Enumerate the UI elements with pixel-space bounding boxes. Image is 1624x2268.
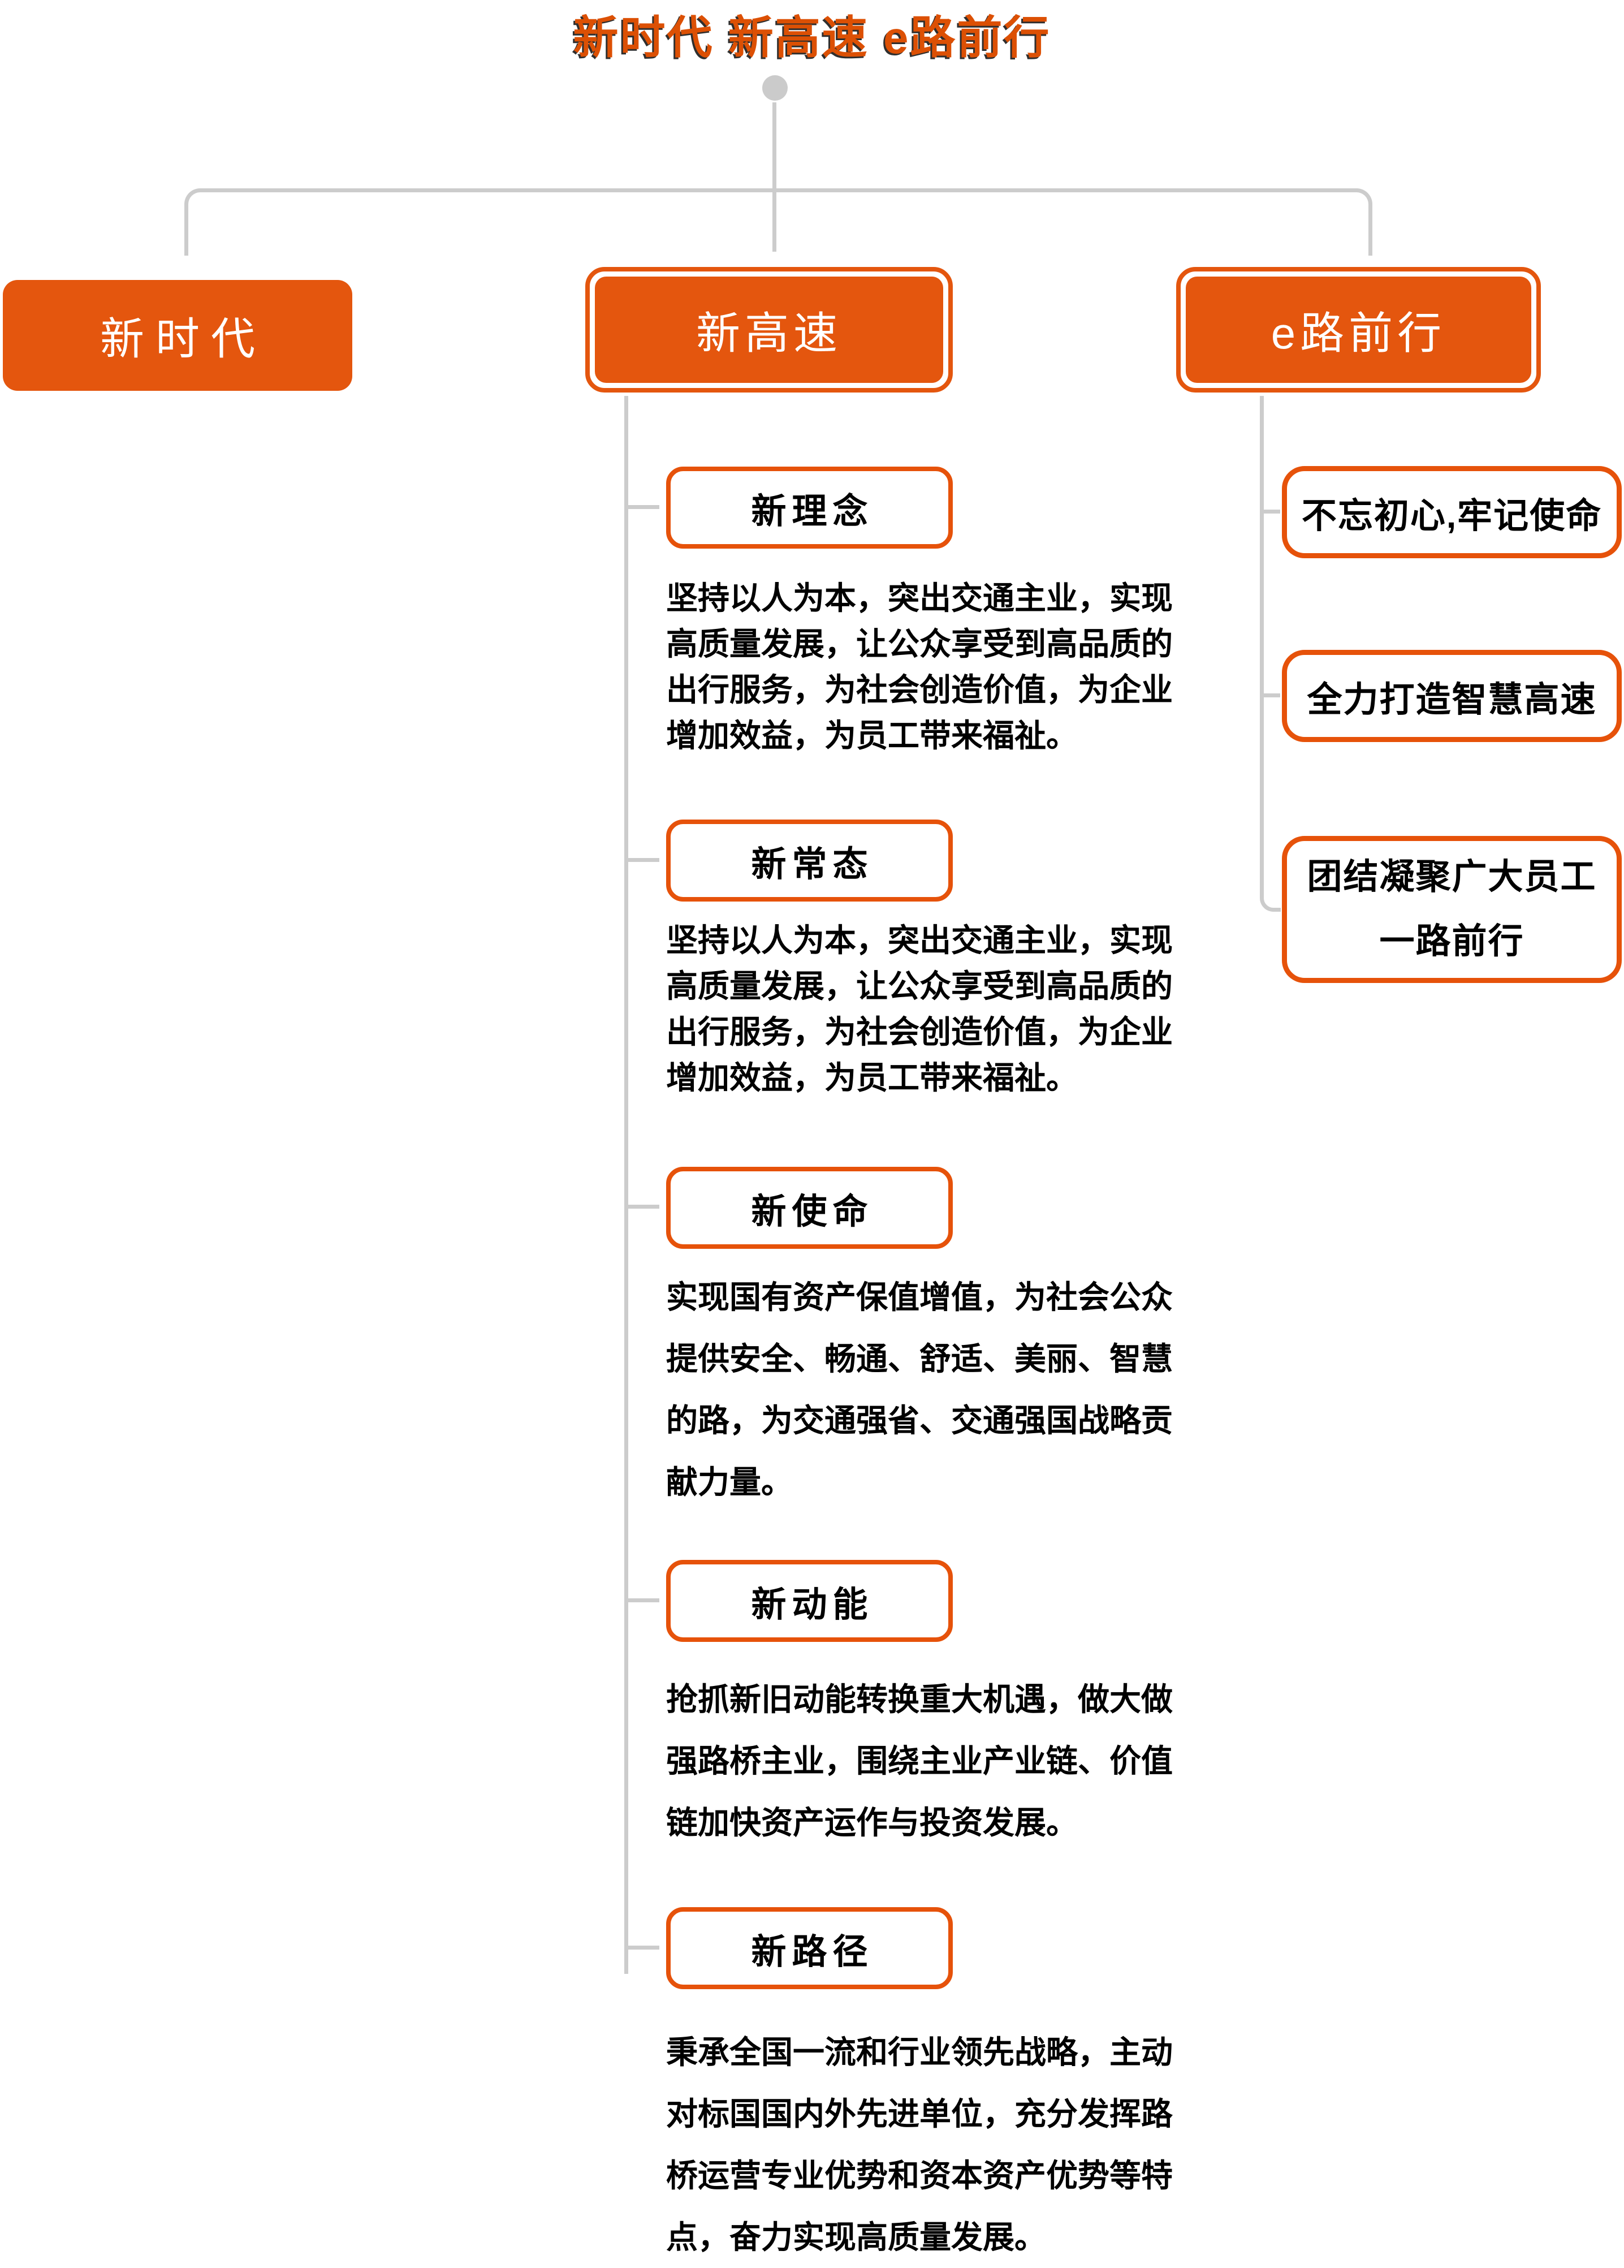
node-eluqianxing: e路前行 [1176, 267, 1541, 393]
desc-xinlinian: 坚持以人为本，突出交通主业，实现 高质量发展，让公众享受到高品质的 出行服务，为… [666, 580, 1173, 753]
subnode-xinlujing: 新路径 [666, 1907, 953, 1989]
subnode-tuanjie: 团结凝聚广大员工 一路前行 [1282, 836, 1622, 983]
subnode-tuanjie-label: 团结凝聚广大员工 一路前行 [1307, 857, 1597, 961]
connector-stub-buwangchuxin [1262, 510, 1280, 514]
subnode-xinlinian-label: 新理念 [751, 491, 874, 531]
subnode-xindongneng-label: 新动能 [751, 1585, 874, 1624]
subnode-buwangchuxin: 不忘初心,牢记使命 [1282, 466, 1622, 558]
connector-elbow-tuanjie [1260, 879, 1281, 912]
subnode-xinlinian: 新理念 [666, 467, 953, 549]
connector-trunk-xingaosu [624, 396, 628, 1974]
subnode-quanlidazao-label: 全力打造智慧高速 [1307, 680, 1597, 719]
connector-stub-xinlujing [624, 1946, 659, 1950]
node-xingaosu-inner: 新高速 [595, 277, 943, 383]
node-xinshidai-label: 新时代 [100, 314, 266, 364]
connector-stub-quanlidazao [1262, 693, 1280, 697]
connector-horizontal-bar [215, 188, 1343, 192]
node-xingaosu-label: 新高速 [696, 308, 842, 358]
node-eluqianxing-label: e路前行 [1271, 308, 1446, 358]
page-title: 新时代 新高速 e路前行 [573, 12, 1051, 63]
desc-xinshiming: 实现国有资产保值增值，为社会公众 提供安全、畅通、舒适、美丽、智慧 的路，为交通… [666, 1279, 1173, 1500]
root-connector-dot [762, 75, 788, 101]
node-eluqianxing-inner: e路前行 [1186, 277, 1531, 383]
connector-stub-xinchangtai [624, 858, 659, 862]
connector-elbow-right [1334, 188, 1372, 256]
subnode-xinchangtai-label: 新常态 [751, 844, 874, 884]
node-xinshidai: 新时代 [3, 280, 352, 391]
node-xingaosu: 新高速 [585, 267, 953, 393]
subnode-quanlidazao: 全力打造智慧高速 [1282, 650, 1622, 742]
desc-xinchangtai: 坚持以人为本，突出交通主业，实现 高质量发展，让公众享受到高品质的 出行服务，为… [666, 922, 1173, 1096]
connector-elbow-left [184, 188, 222, 256]
connector-stem-center [772, 192, 776, 252]
connector-trunk-eluqianxing [1260, 396, 1264, 891]
desc-xindongneng: 抢抓新旧动能转换重大机遇，做大做 强路桥主业，围绕主业产业链、价值 链加快资产运… [666, 1681, 1173, 1840]
subnode-xinshiming: 新使命 [666, 1167, 953, 1249]
subnode-buwangchuxin-label: 不忘初心,牢记使命 [1301, 496, 1603, 536]
connector-stub-xinshiming [624, 1205, 659, 1209]
connector-stem-top [772, 102, 776, 190]
subnode-xinshiming-label: 新使命 [751, 1192, 874, 1231]
connector-stub-xinlinian [624, 505, 659, 509]
subnode-xinchangtai: 新常态 [666, 820, 953, 902]
subnode-xindongneng: 新动能 [666, 1560, 953, 1642]
subnode-xinlujing-label: 新路径 [751, 1932, 874, 1972]
connector-stub-xindongneng [624, 1598, 659, 1602]
desc-xinlujing: 秉承全国一流和行业领先战略，主动 对标国国内外先进单位，充分发挥路 桥运营专业优… [666, 2034, 1173, 2255]
